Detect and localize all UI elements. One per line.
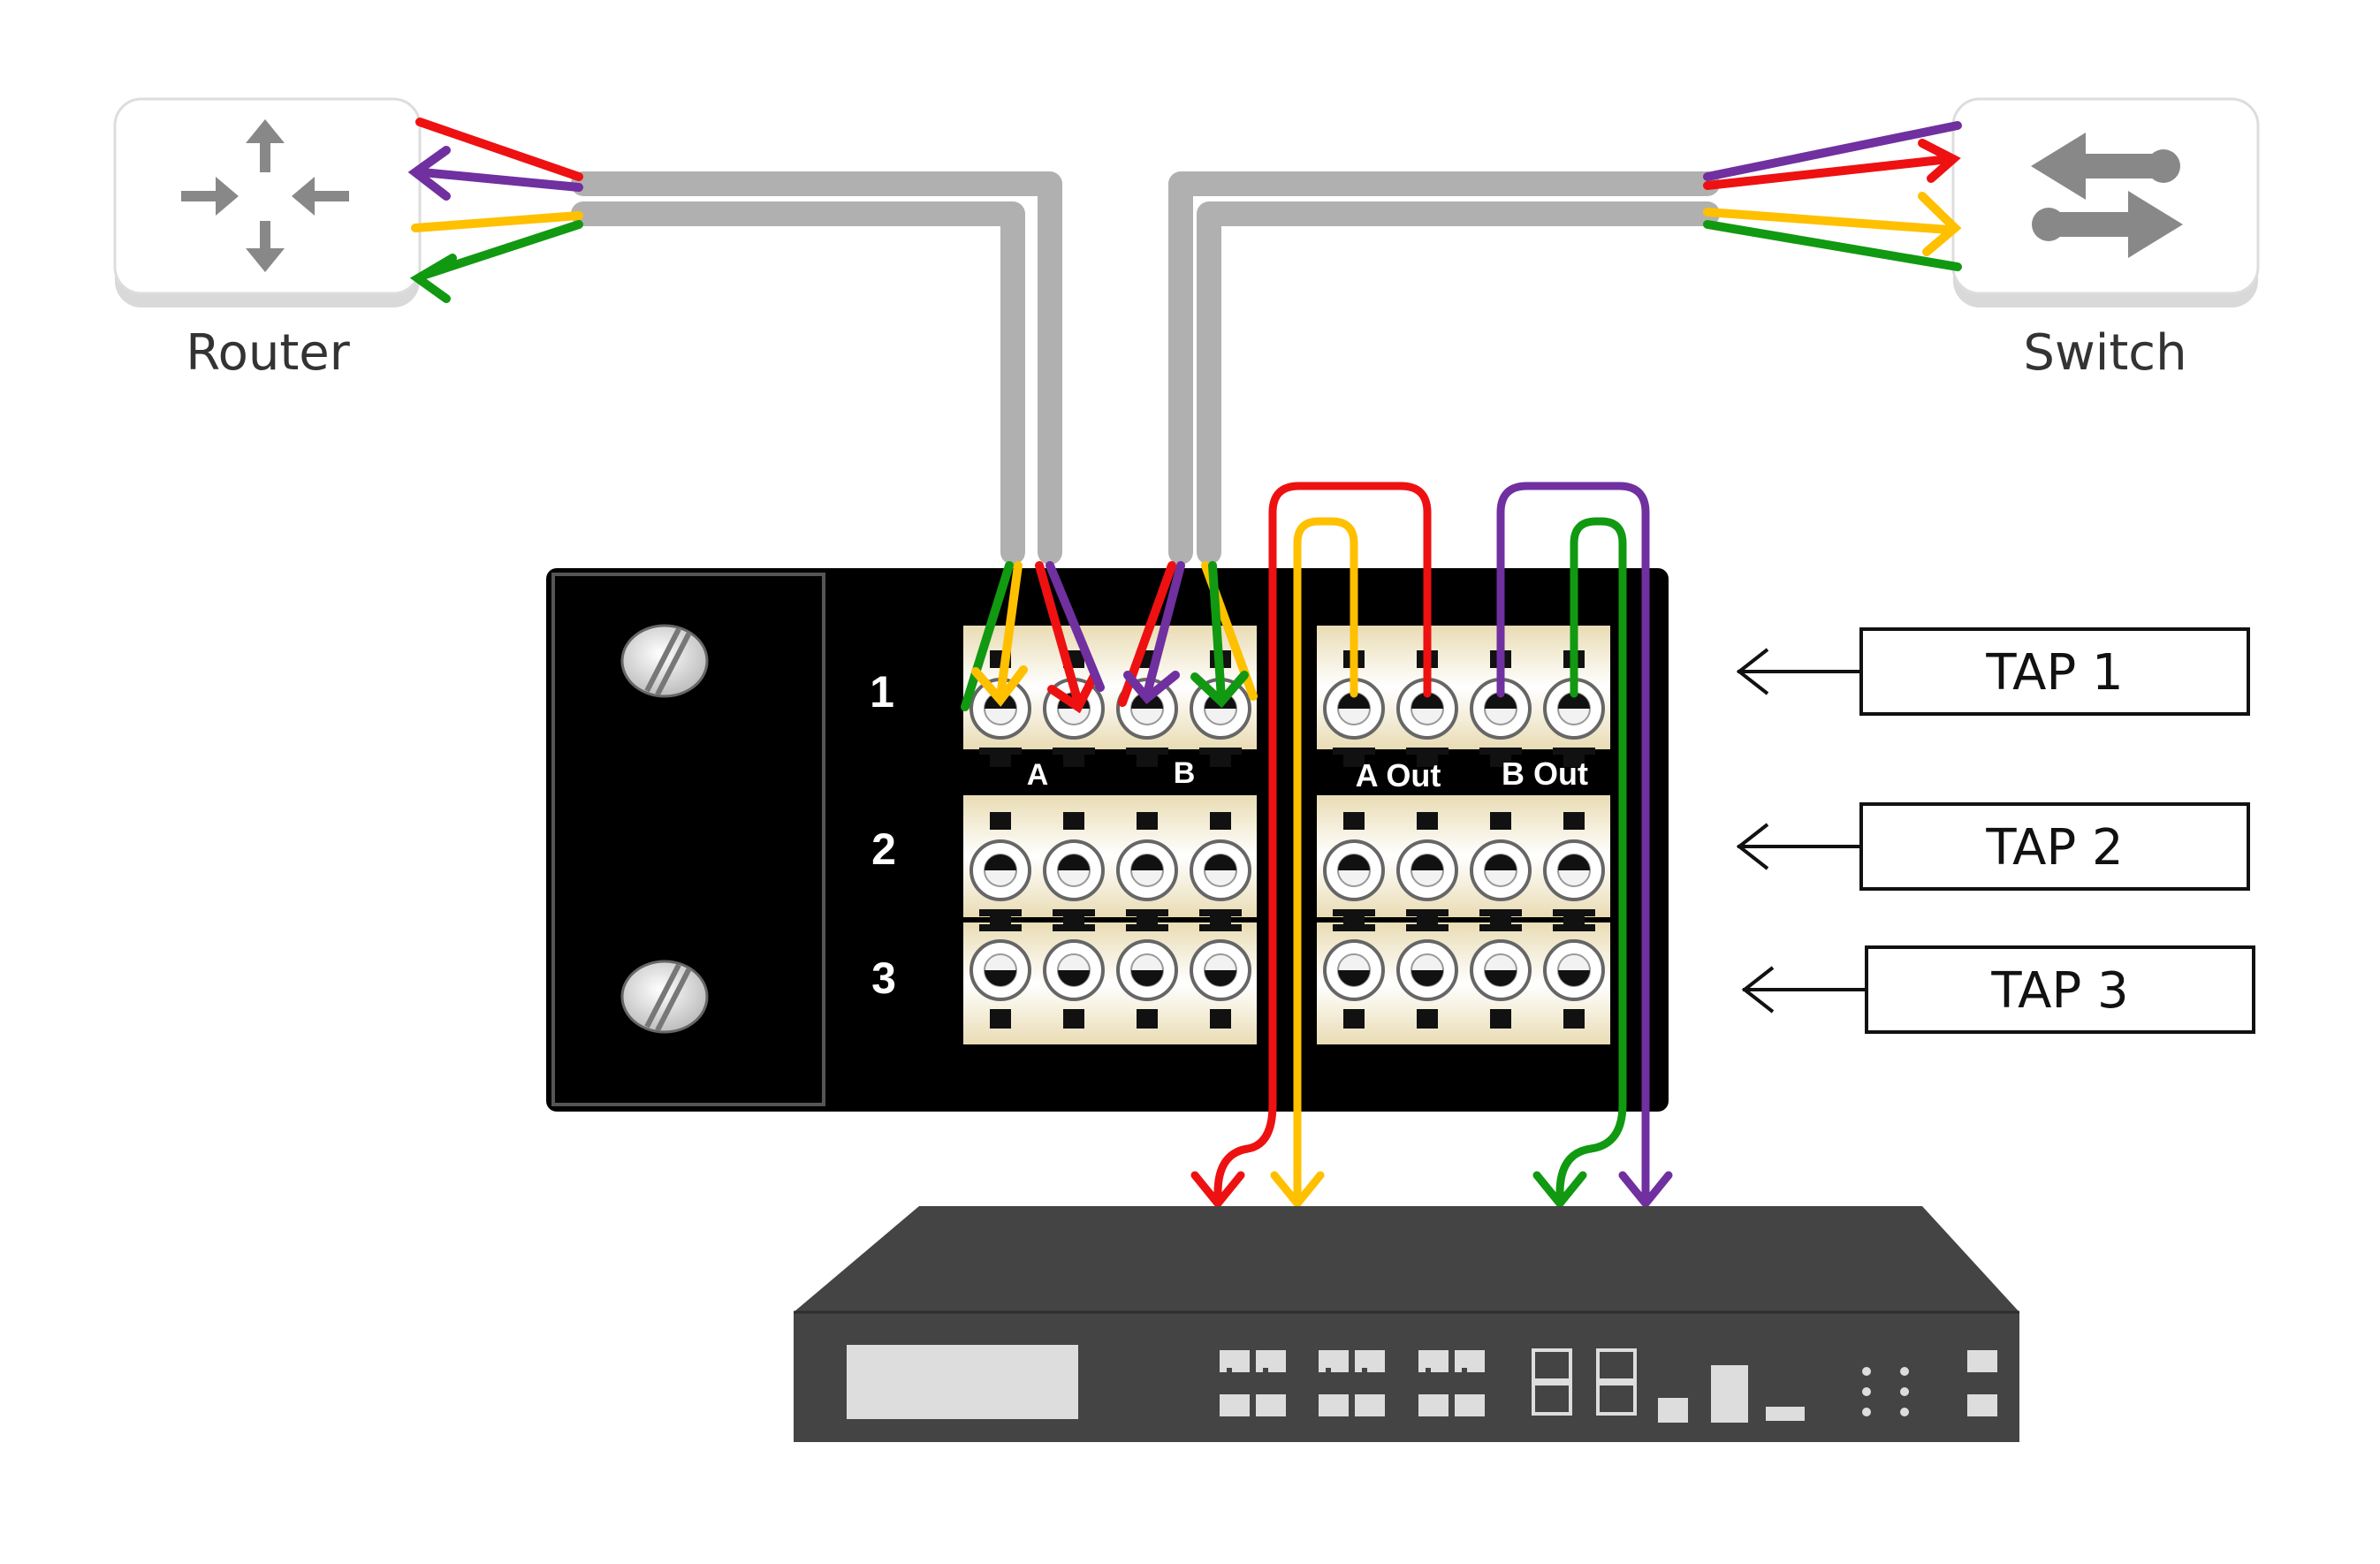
- network-port-fibers: [961, 561, 1258, 714]
- port-label-a: A: [1027, 758, 1049, 792]
- switch-icon: [2031, 133, 2183, 258]
- port-label-b-out: B Out: [1502, 755, 1588, 792]
- switch-fibers: [1703, 121, 1962, 271]
- router-label: Router: [186, 324, 351, 382]
- monitor-fibers: [1190, 482, 1673, 1208]
- trunk-cables: [571, 171, 1720, 565]
- tap-2-text: TAP 2: [1985, 819, 2123, 877]
- panel-screw-bottom: [620, 960, 709, 1034]
- port-label-b: B: [1174, 756, 1196, 790]
- row-number-3: 3: [871, 953, 896, 1003]
- port-label-a-out: A Out: [1356, 757, 1441, 793]
- row-number-2: 2: [871, 824, 896, 874]
- tap-patch-panel: 1 2 3: [546, 568, 1669, 1112]
- appliance-display: [847, 1345, 1078, 1419]
- tap-label-1: TAP 1: [1736, 627, 2250, 716]
- panel-screw-top: [620, 624, 709, 698]
- switch-label: Switch: [2023, 324, 2186, 382]
- router-fibers: [407, 118, 583, 303]
- tap-3-text: TAP 3: [1990, 962, 2128, 1020]
- tap-1-text: TAP 1: [1985, 644, 2123, 702]
- router-device: Router: [113, 97, 422, 382]
- network-appliance-icon: [794, 1206, 2019, 1442]
- switch-device: Switch: [1951, 97, 2260, 382]
- tap-label-2: TAP 2: [1736, 802, 2250, 891]
- router-icon: [181, 119, 349, 272]
- tap-label-3: TAP 3: [1741, 945, 2255, 1034]
- row-number-1: 1: [870, 667, 894, 717]
- appliance-ports: [1220, 1350, 1997, 1416]
